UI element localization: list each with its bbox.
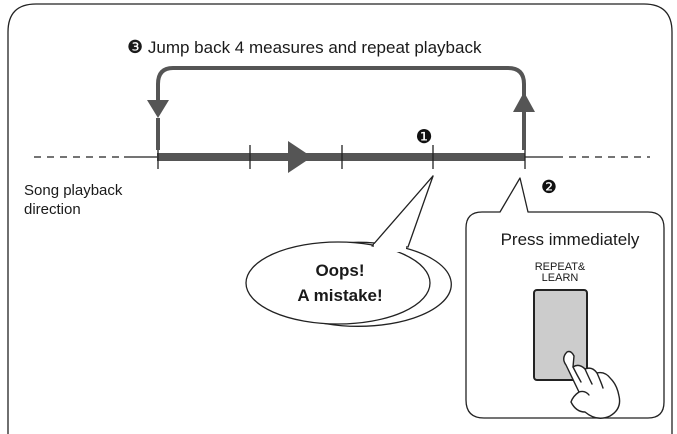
step-1-marker: ❶	[415, 126, 432, 148]
step-3-text: Jump back 4 measures and repeat playback	[147, 38, 482, 57]
step-2-marker: ❷	[541, 177, 557, 198]
speech-bubble-line2: A mistake!	[297, 286, 383, 305]
jump-back-arrow	[156, 66, 526, 112]
outer-frame	[7, 3, 673, 434]
speech-bubble-tail	[371, 175, 434, 248]
repeat-learn-label-line1: REPEAT&	[534, 261, 586, 273]
step-3-marker: ❸	[127, 37, 144, 58]
press-panel-title: Press immediately	[500, 230, 640, 249]
speech-bubble-line1: Oops!	[315, 261, 365, 280]
repeat-learn-label: REPEAT& LEARN	[510, 262, 610, 284]
speech-bubble-text: Oops! A mistake!	[250, 258, 430, 308]
speech-bubble-joint	[374, 244, 406, 252]
pointing-hand-icon	[563, 350, 621, 419]
playback-track	[157, 153, 525, 161]
jump-down-arrowhead	[147, 100, 169, 118]
direction-label-line1: Song playback	[24, 182, 123, 199]
speech-bubble-body	[245, 241, 431, 325]
direction-label-line2: direction	[24, 201, 81, 218]
jump-up-arrowhead	[513, 92, 535, 112]
playback-direction-label: Song playback direction	[24, 181, 164, 219]
repeat-learn-label-line2: LEARN	[541, 272, 579, 284]
step-3-caption: ❸ Jump back 4 measures and repeat playba…	[127, 37, 481, 58]
play-direction-arrow	[288, 141, 312, 173]
